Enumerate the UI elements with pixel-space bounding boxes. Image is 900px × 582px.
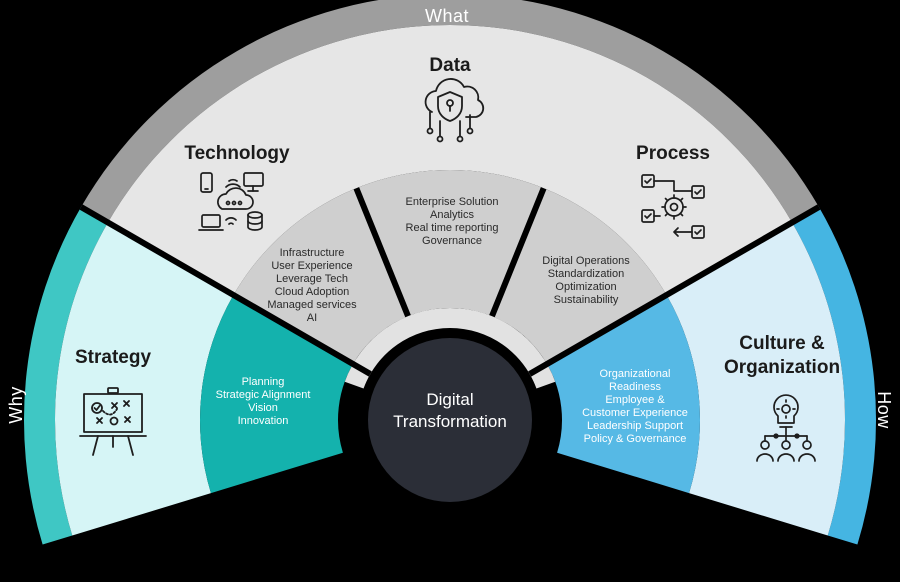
divider-data-technology (353, 187, 411, 318)
technology-item: Leverage Tech (276, 273, 348, 285)
process-item: Digital Operations (542, 255, 630, 267)
technology-item: User Experience (271, 260, 352, 272)
cloud-shield-icon (424, 78, 485, 143)
what-light-sector (107, 25, 793, 295)
strategy-title: Strategy (75, 347, 151, 368)
data-title: Data (429, 55, 471, 76)
process-item: Optimization (555, 281, 616, 293)
culture-title-line1: Culture & (739, 333, 825, 354)
data-items: Enterprise Solution Analytics Real time … (406, 196, 499, 247)
strategy-item: Planning (242, 376, 285, 388)
data-item: Analytics (430, 209, 475, 221)
what-inner-sector (233, 170, 667, 364)
process-flow-icon (641, 174, 705, 239)
culture-item: Customer Experience (582, 407, 688, 419)
culture-item: Leadership Support (587, 420, 683, 432)
process-title: Process (636, 143, 710, 164)
data-item: Governance (422, 235, 482, 247)
devices-network-icon (198, 172, 264, 231)
culture-item: Readiness (609, 381, 661, 393)
technology-title: Technology (184, 143, 290, 164)
data-item: Enterprise Solution (406, 196, 499, 208)
technology-item: Cloud Adoption (275, 286, 350, 298)
divider-data-process (489, 187, 547, 318)
culture-item: Employee & (605, 394, 665, 406)
center-disk (368, 338, 532, 502)
what-label: What (425, 6, 469, 26)
center-line2: Transformation (393, 412, 507, 431)
center-line1: Digital (426, 390, 473, 409)
culture-items: Organizational Readiness Employee & Cust… (582, 368, 688, 445)
how-band-sector (792, 207, 876, 545)
why-label: Why (6, 386, 26, 424)
strategy-board-icon (79, 387, 147, 456)
what-band-sector (81, 0, 819, 223)
why-band-sector (23, 207, 108, 545)
process-items: Digital Operations Standardization Optim… (542, 255, 630, 306)
data-item: Real time reporting (406, 222, 499, 234)
technology-items: Infrastructure User Experience Leverage … (267, 247, 357, 324)
technology-item: Infrastructure (280, 247, 345, 259)
divider-why-what (79, 204, 372, 377)
culture-item: Organizational (600, 368, 671, 380)
center-gap-ring (344, 308, 556, 389)
strategy-item: Innovation (238, 415, 289, 427)
process-item: Standardization (548, 268, 624, 280)
strategy-light-sector (54, 222, 234, 536)
strategy-items: Planning Strategic Alignment Vision Inno… (216, 376, 311, 427)
technology-item: Managed services (267, 299, 357, 311)
sectors (23, 0, 876, 545)
culture-item: Policy & Governance (584, 433, 687, 445)
culture-title-line2: Organization (724, 357, 840, 378)
divider-what-how (528, 204, 821, 377)
process-item: Sustainability (554, 294, 619, 306)
how-label: How (874, 391, 894, 429)
strategy-item: Strategic Alignment (216, 389, 311, 401)
technology-item: AI (307, 312, 317, 324)
idea-team-icon (756, 394, 816, 462)
strategy-item: Vision (248, 402, 278, 414)
